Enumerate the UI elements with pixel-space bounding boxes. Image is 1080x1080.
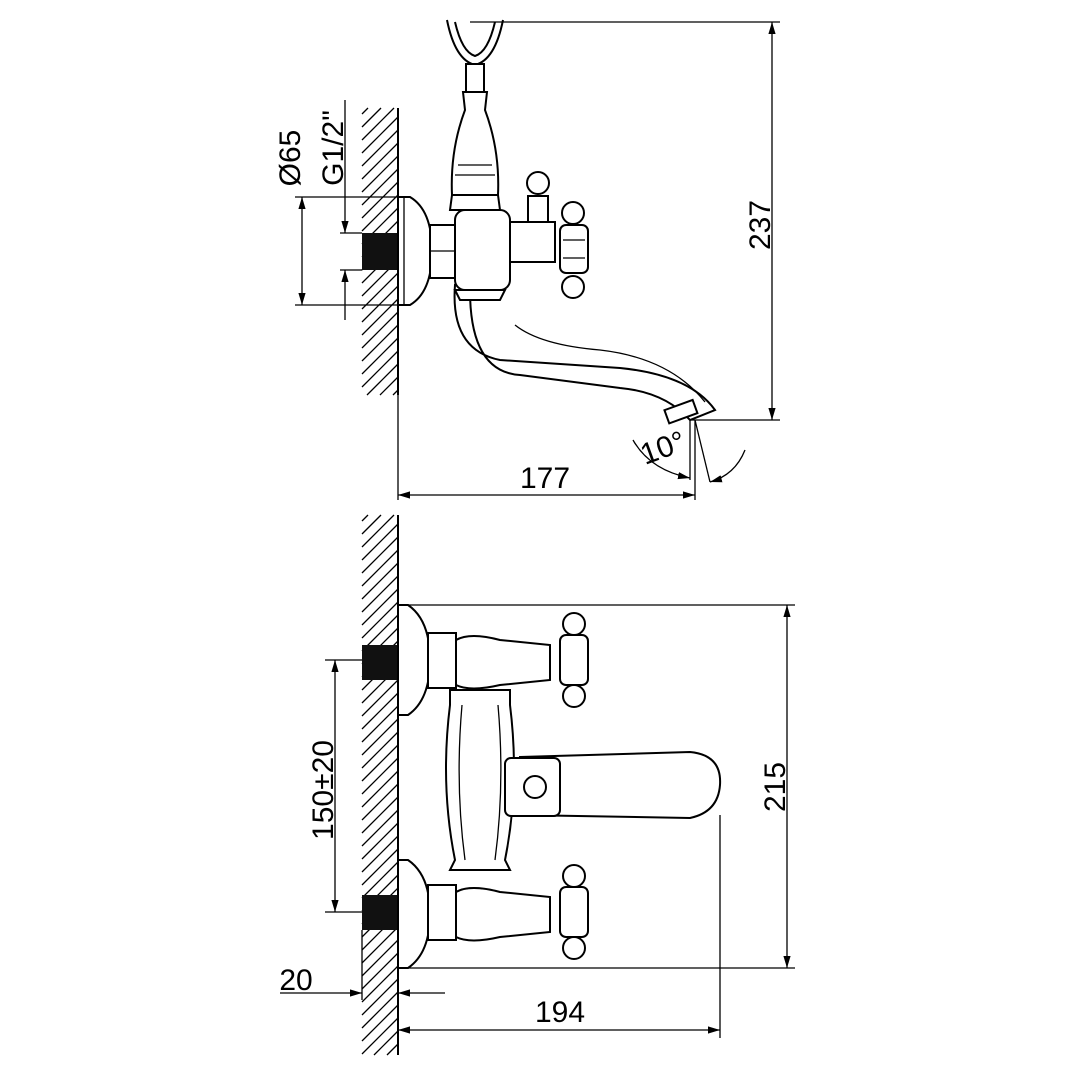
hatch-line xyxy=(379,376,399,396)
hatch-line xyxy=(361,181,399,219)
valve-upper xyxy=(427,612,589,708)
projection-label-side: 177 xyxy=(520,462,570,495)
hatch-line xyxy=(361,731,399,769)
hatch-line xyxy=(361,311,399,349)
hatch-line xyxy=(361,514,395,548)
hatch-line xyxy=(361,939,399,977)
hatch-line xyxy=(361,835,399,873)
hatch-line xyxy=(361,549,399,587)
height-label-front: 215 xyxy=(759,762,792,812)
hatch-line xyxy=(361,107,395,141)
hatch-line xyxy=(361,194,399,232)
hatch-line xyxy=(361,324,399,362)
hatch-line xyxy=(361,272,399,310)
height-label-side: 237 xyxy=(744,200,777,250)
hatch-line xyxy=(361,168,399,206)
wall-offset-label: 20 xyxy=(279,964,312,997)
projection-label-front: 194 xyxy=(535,996,585,1029)
spout-front xyxy=(519,750,722,820)
hatch-line xyxy=(361,129,399,167)
hatch-line xyxy=(361,978,399,1016)
valve-lower xyxy=(427,864,589,960)
wall-hatch-bottom xyxy=(361,514,399,1056)
hatch-line xyxy=(361,1004,399,1042)
hatch-line xyxy=(361,744,399,782)
hatch-line xyxy=(361,142,399,180)
spout xyxy=(453,283,717,422)
hatch-line xyxy=(361,757,399,795)
hatch-line xyxy=(361,514,382,535)
hatch-line xyxy=(361,692,399,730)
center-distance-label: 150±20 xyxy=(307,740,340,840)
angle-label: 10° xyxy=(636,425,690,472)
hatch-line xyxy=(361,770,399,808)
flange-diameter-label: Ø65 xyxy=(274,130,307,187)
wall-flange xyxy=(397,196,434,306)
hatch-line xyxy=(361,588,399,626)
side-view: 237 177 10° Ø65 G1/2" xyxy=(274,19,780,500)
hatch-line xyxy=(361,796,399,834)
hatch-line xyxy=(361,536,399,574)
hatch-line xyxy=(361,718,399,756)
thread-label: G1/2" xyxy=(317,110,350,186)
hatch-line xyxy=(361,514,369,522)
hatch-line xyxy=(361,107,382,128)
flange-upper xyxy=(397,604,432,716)
flange-lower xyxy=(397,859,432,969)
handle-stem xyxy=(509,221,556,263)
hatch-line xyxy=(361,822,399,860)
hatch-line xyxy=(361,337,399,375)
hatch-line xyxy=(361,350,399,388)
thread-inlet-top xyxy=(362,233,398,270)
hatch-line xyxy=(361,809,399,847)
aerator xyxy=(663,398,699,425)
hatch-line xyxy=(361,523,399,561)
hatch-line xyxy=(361,285,399,323)
hatch-line xyxy=(361,107,369,115)
hatch-line xyxy=(361,155,399,193)
shower-neck xyxy=(450,91,500,196)
hatch-line xyxy=(361,575,399,613)
hatch-line xyxy=(361,965,399,1003)
central-body xyxy=(445,689,515,871)
hatch-line xyxy=(361,601,399,639)
hatch-line xyxy=(361,705,399,743)
hatch-line xyxy=(361,991,399,1029)
hatch-line xyxy=(361,1017,399,1055)
valve-body xyxy=(454,209,511,291)
hatch-line xyxy=(361,562,399,600)
hatch-line xyxy=(361,861,399,899)
hatch-line xyxy=(373,1030,399,1056)
handle-cross xyxy=(559,224,589,274)
hatch-line xyxy=(366,363,399,396)
hatch-line xyxy=(361,783,399,821)
handle-knob-top xyxy=(526,171,550,195)
hatch-line xyxy=(361,116,399,154)
thread-inlet-upper xyxy=(362,645,398,680)
hatch-line xyxy=(386,1043,399,1056)
hatch-line xyxy=(361,679,399,717)
thread-inlet-lower xyxy=(362,895,398,930)
front-view: 215 150±20 20 194 xyxy=(279,514,795,1056)
hatch-line xyxy=(361,952,399,990)
hatch-line xyxy=(361,926,399,964)
hatch-line xyxy=(361,848,399,886)
